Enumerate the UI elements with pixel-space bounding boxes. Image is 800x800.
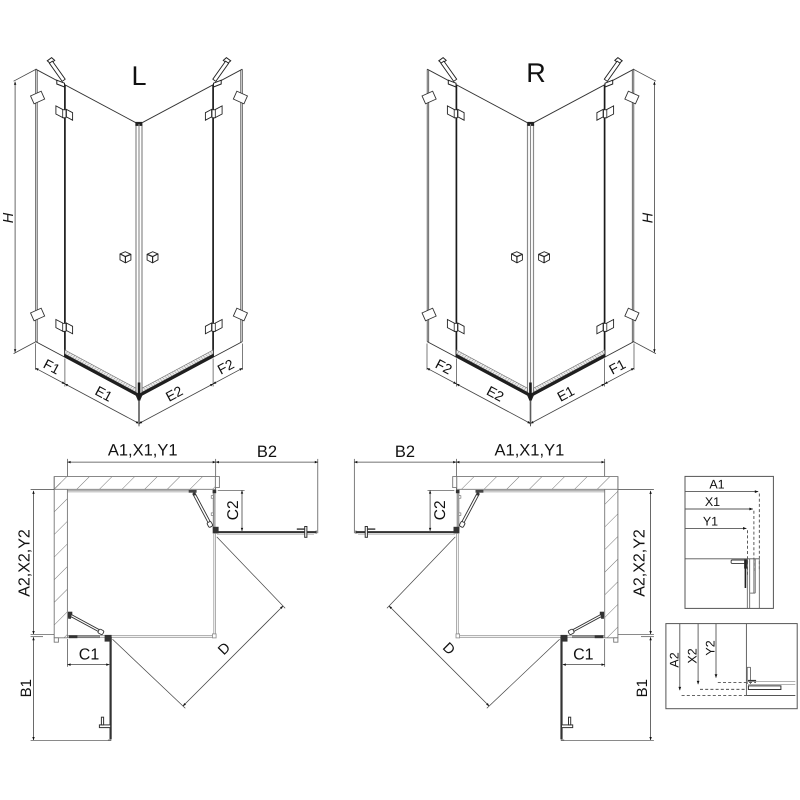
svg-text:B1: B1 — [18, 679, 35, 697]
svg-text:A1: A1 — [709, 478, 724, 492]
svg-text:A1,X1,Y1: A1,X1,Y1 — [495, 442, 565, 460]
svg-text:B1: B1 — [634, 679, 651, 697]
svg-text:Y1: Y1 — [703, 514, 718, 528]
svg-text:F1: F1 — [41, 356, 63, 378]
svg-text:R: R — [526, 58, 546, 88]
svg-text:F1: F1 — [606, 356, 628, 378]
svg-text:X2: X2 — [686, 648, 700, 663]
svg-text:Y2: Y2 — [704, 640, 718, 655]
svg-text:B2: B2 — [257, 443, 277, 461]
svg-text:C1: C1 — [573, 647, 594, 664]
svg-text:A2: A2 — [668, 652, 682, 667]
svg-text:F2: F2 — [215, 356, 237, 378]
svg-text:A1,X1,Y1: A1,X1,Y1 — [108, 442, 178, 460]
svg-text:C2: C2 — [225, 500, 242, 520]
svg-text:E2: E2 — [163, 382, 186, 404]
svg-text:B2: B2 — [395, 443, 415, 461]
svg-text:A2,X2,Y2: A2,X2,Y2 — [632, 529, 649, 597]
svg-text:C1: C1 — [79, 647, 100, 664]
svg-text:A2,X2,Y2: A2,X2,Y2 — [16, 529, 33, 597]
svg-text:X1: X1 — [705, 495, 720, 509]
svg-text:L: L — [131, 61, 146, 91]
svg-text:E1: E1 — [554, 382, 577, 404]
svg-text:C2: C2 — [432, 500, 449, 520]
svg-text:F2: F2 — [433, 356, 455, 378]
svg-text:H: H — [1, 212, 17, 223]
svg-text:E2: E2 — [484, 383, 507, 405]
svg-text:E1: E1 — [93, 383, 116, 405]
svg-text:H: H — [641, 212, 657, 223]
